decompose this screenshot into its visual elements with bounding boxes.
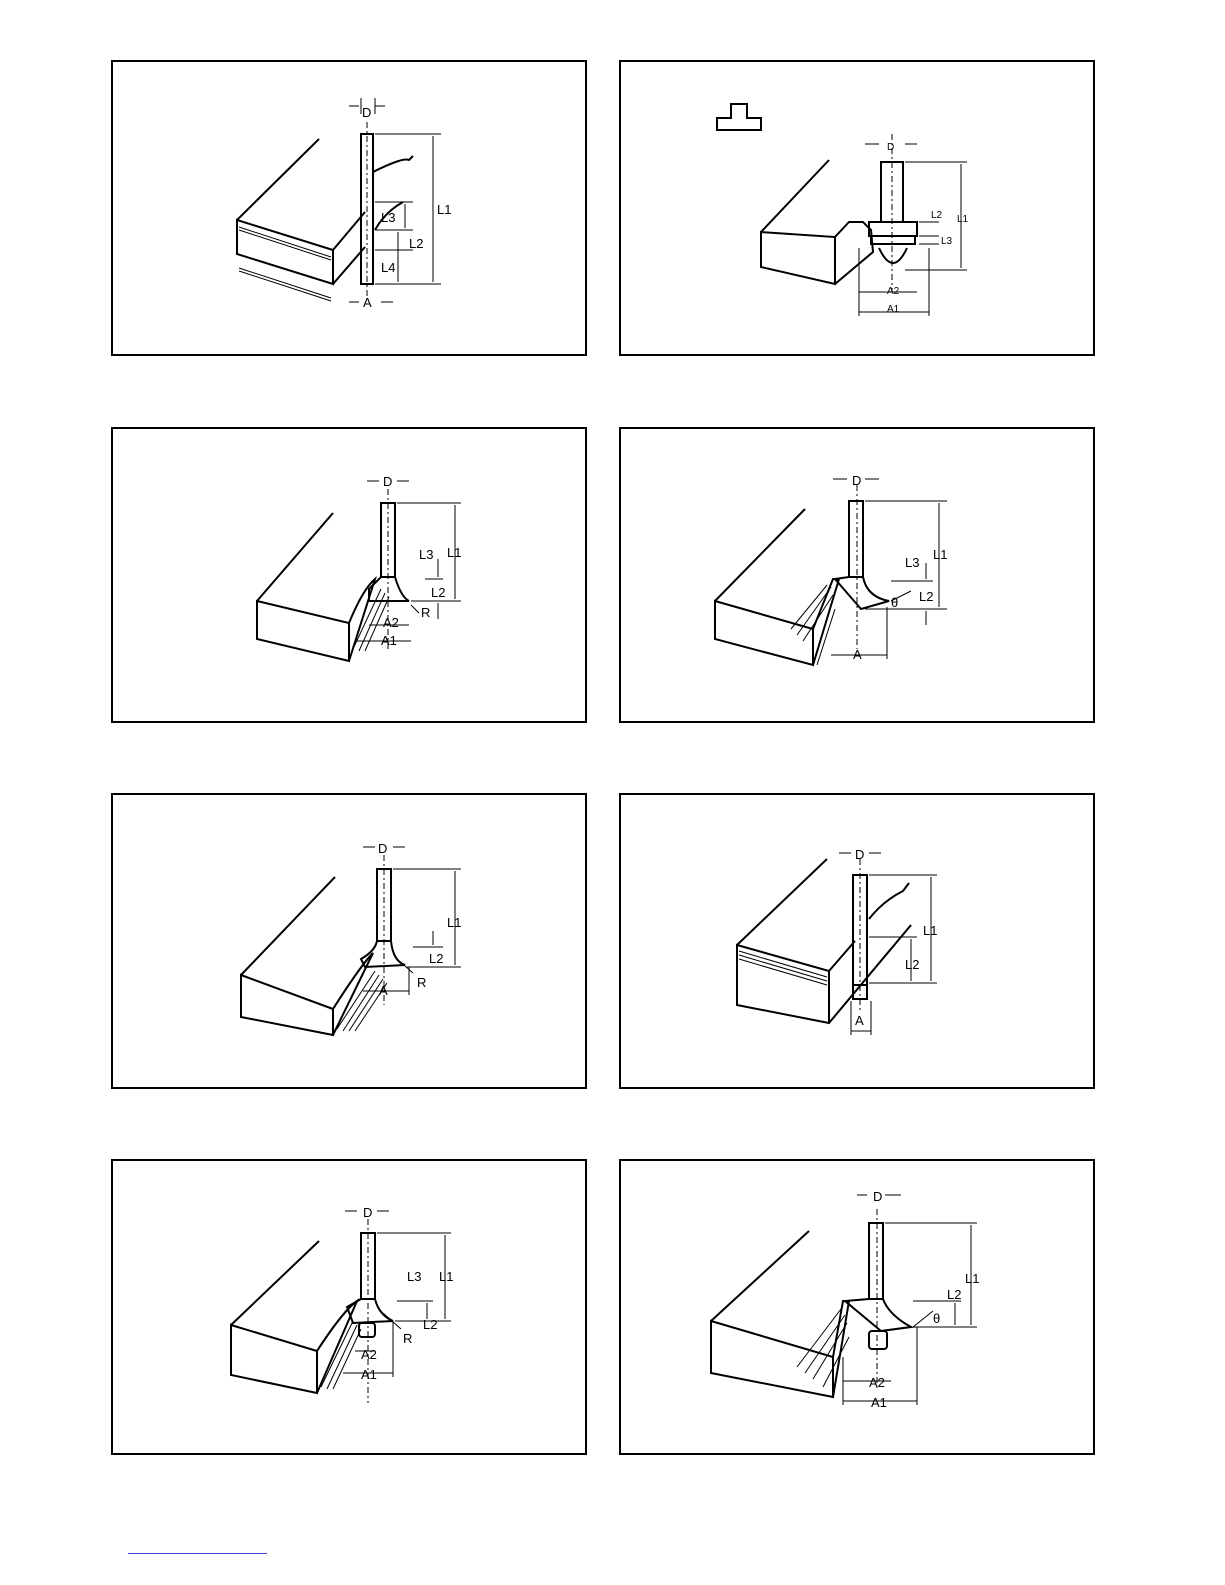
fig6-l1-label: L1 bbox=[923, 923, 937, 938]
fig5-d-label: D bbox=[378, 841, 387, 856]
fig5-a-label: A bbox=[379, 983, 388, 998]
figure-2-diagram: D L1 L2 L3 A1 A2 bbox=[621, 62, 1093, 354]
figure-8-diagram: D L1 L2 θ A1 A2 bbox=[621, 1161, 1093, 1453]
fig5-r-label: R bbox=[417, 975, 426, 990]
fig6-a-label: A bbox=[855, 1013, 864, 1028]
figure-3-diagram: D L1 L2 L3 R A1 A2 bbox=[113, 429, 585, 721]
figure-6-diagram: D L1 L2 A bbox=[621, 795, 1093, 1087]
fig4-theta-label: θ bbox=[891, 595, 898, 610]
fig7-d-label: D bbox=[363, 1205, 372, 1220]
fig1-l1-label: L1 bbox=[437, 202, 451, 217]
fig8-d-label: D bbox=[873, 1189, 882, 1204]
fig1-a-label: A bbox=[363, 295, 372, 310]
fig8-l2-label: L2 bbox=[947, 1287, 961, 1302]
figure-1-straight-bit-panel: D L1 L2 L3 L4 A bbox=[111, 60, 587, 356]
fig8-a1-label: A1 bbox=[871, 1395, 887, 1410]
fig2-l2-label: L2 bbox=[931, 210, 943, 221]
fig2-d-label: D bbox=[887, 142, 894, 153]
fig4-a-label: A bbox=[853, 647, 862, 662]
figure-1-diagram: D L1 L2 L3 L4 A bbox=[113, 62, 585, 354]
fig2-a1-label: A1 bbox=[887, 304, 900, 315]
fig3-d-label: D bbox=[383, 474, 392, 489]
fig7-l1-label: L1 bbox=[439, 1269, 453, 1284]
fig8-l1-label: L1 bbox=[965, 1271, 979, 1286]
fig1-d-label: D bbox=[362, 105, 371, 120]
fig5-l2-label: L2 bbox=[429, 951, 443, 966]
figure-7-bearing-roundover-bit-panel: D L1 L2 L3 R A1 A2 bbox=[111, 1159, 587, 1455]
fig7-l2-label: L2 bbox=[423, 1317, 437, 1332]
figure-7-diagram: D L1 L2 L3 R A1 A2 bbox=[113, 1161, 585, 1453]
figure-6-flush-trim-bit-panel: D L1 L2 A bbox=[619, 793, 1095, 1089]
fig6-l2-label: L2 bbox=[905, 957, 919, 972]
fig1-l4-label: L4 bbox=[381, 260, 395, 275]
fig8-a2-label: A2 bbox=[869, 1375, 885, 1390]
footer-link-underline[interactable] bbox=[128, 1553, 267, 1554]
fig4-d-label: D bbox=[852, 473, 861, 488]
fig2-a2-label: A2 bbox=[887, 286, 900, 297]
fig7-r-label: R bbox=[403, 1331, 412, 1346]
t-slot-icon bbox=[717, 104, 761, 130]
fig7-a1-label: A1 bbox=[361, 1367, 377, 1382]
figure-5-diagram: D L1 L2 R A bbox=[113, 795, 585, 1087]
fig7-l3-label: L3 bbox=[407, 1269, 421, 1284]
fig1-l2-label: L2 bbox=[409, 236, 423, 251]
fig3-a1-label: A1 bbox=[381, 633, 397, 648]
figure-3-roundover-bit-panel: D L1 L2 L3 R A1 A2 bbox=[111, 427, 587, 723]
fig5-l1-label: L1 bbox=[447, 915, 461, 930]
fig6-d-label: D bbox=[855, 847, 864, 862]
figure-5-cove-bit-panel: D L1 L2 R A bbox=[111, 793, 587, 1089]
fig3-l1-label: L1 bbox=[447, 545, 461, 560]
figure-2-slot-cutter-panel: D L1 L2 L3 A1 A2 bbox=[619, 60, 1095, 356]
fig8-theta-label: θ bbox=[933, 1311, 940, 1326]
fig2-l1-label: L1 bbox=[957, 214, 969, 225]
figure-4-diagram: D L1 L2 L3 θ A bbox=[621, 429, 1093, 721]
fig3-r-label: R bbox=[421, 605, 430, 620]
fig3-l3-label: L3 bbox=[419, 547, 433, 562]
fig4-l1-label: L1 bbox=[933, 547, 947, 562]
fig3-a2-label: A2 bbox=[383, 615, 399, 630]
figure-4-chamfer-bit-panel: D L1 L2 L3 θ A bbox=[619, 427, 1095, 723]
fig4-l2-label: L2 bbox=[919, 589, 933, 604]
fig2-l3-label: L3 bbox=[941, 236, 953, 247]
fig1-l3-label: L3 bbox=[381, 210, 395, 225]
fig4-l3-label: L3 bbox=[905, 555, 919, 570]
figure-8-bearing-chamfer-bit-panel: D L1 L2 θ A1 A2 bbox=[619, 1159, 1095, 1455]
fig3-l2-label: L2 bbox=[431, 585, 445, 600]
fig7-a2-label: A2 bbox=[361, 1347, 377, 1362]
